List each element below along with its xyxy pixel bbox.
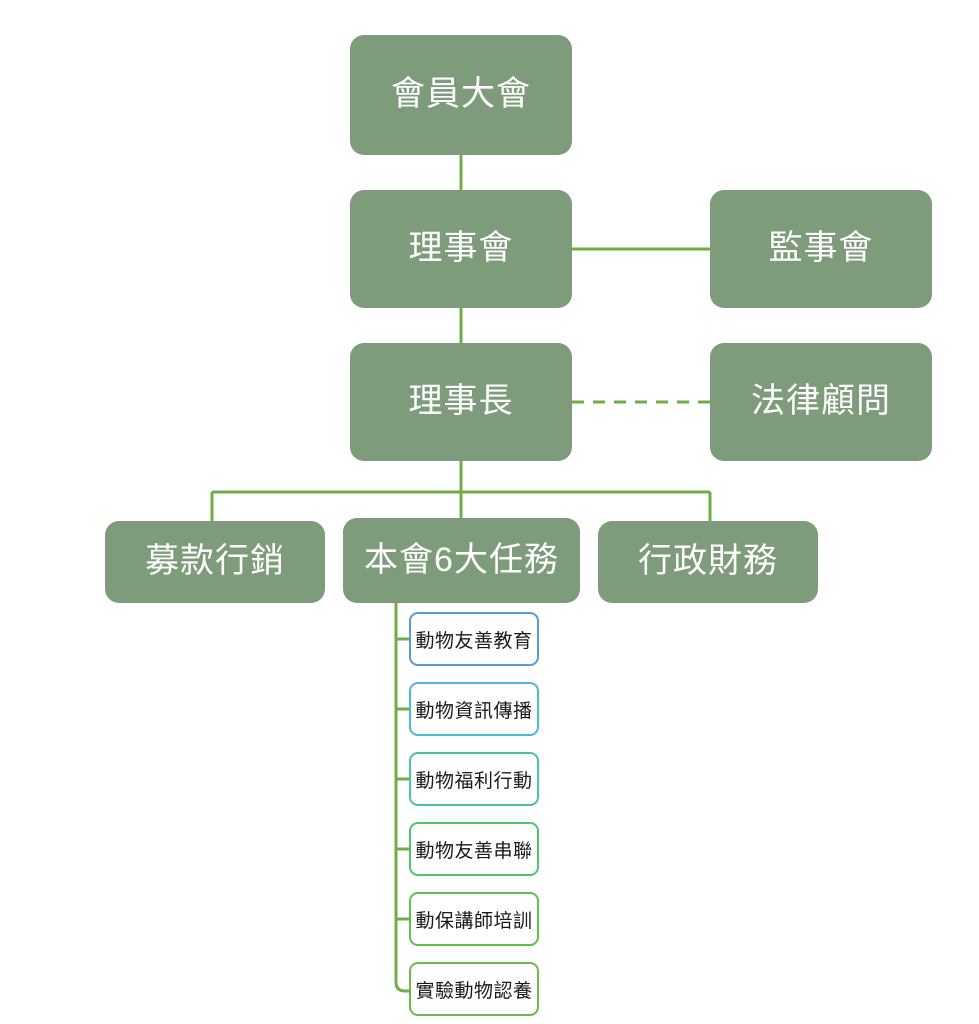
leaf-animal-welfare-action[interactable]: 動物福利行動 [409, 752, 539, 806]
leaf-lab-animal-adoption[interactable]: 實驗動物認養 [409, 962, 539, 1016]
node-admin-finance-label: 行政財務 [638, 542, 778, 581]
node-fundraising-marketing[interactable]: 募款行銷 [105, 521, 325, 603]
edge-mission-spine [394, 603, 409, 993]
node-legal-advisor[interactable]: 法律顧問 [710, 343, 932, 461]
node-chairman-label: 理事長 [408, 382, 514, 421]
node-fundraising-marketing-label: 募款行銷 [145, 542, 285, 581]
node-chairman[interactable]: 理事長 [350, 343, 572, 461]
leaf-animal-welfare-action-label: 動物福利行動 [415, 770, 533, 792]
leaf-animal-info-dissemination[interactable]: 動物資訊傳播 [409, 682, 539, 736]
leaf-animal-friendly-education[interactable]: 動物友善教育 [409, 612, 539, 666]
leaf-animal-friendly-network[interactable]: 動物友善串聯 [409, 822, 539, 876]
node-six-missions-label: 本會6大任務 [364, 540, 559, 579]
node-board-of-supervisors-label: 監事會 [768, 229, 874, 268]
node-admin-finance[interactable]: 行政財務 [598, 521, 818, 603]
leaf-animal-protection-lecturer-training-label: 動保講師培訓 [415, 910, 533, 932]
node-board-of-directors-label: 理事會 [408, 229, 514, 268]
node-general-assembly[interactable]: 會員大會 [350, 35, 572, 155]
leaf-animal-friendly-education-label: 動物友善教育 [415, 630, 533, 652]
node-general-assembly-label: 會員大會 [391, 75, 531, 114]
node-legal-advisor-label: 法律顧問 [751, 382, 891, 421]
node-board-of-supervisors[interactable]: 監事會 [710, 190, 932, 308]
leaf-lab-animal-adoption-label: 實驗動物認養 [415, 980, 533, 1002]
node-six-missions[interactable]: 本會6大任務 [343, 518, 580, 603]
leaf-animal-protection-lecturer-training[interactable]: 動保講師培訓 [409, 892, 539, 946]
node-board-of-directors[interactable]: 理事會 [350, 190, 572, 308]
leaf-animal-info-dissemination-label: 動物資訊傳播 [415, 700, 533, 722]
leaf-animal-friendly-network-label: 動物友善串聯 [415, 840, 533, 862]
